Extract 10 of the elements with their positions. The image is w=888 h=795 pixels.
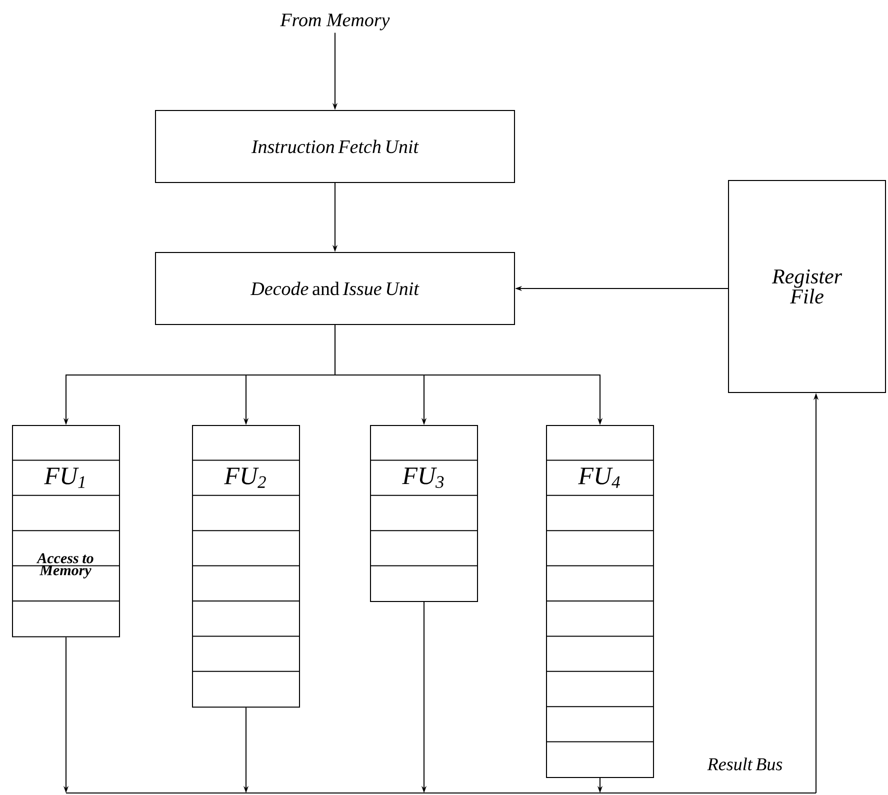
- input-label: From Memory: [280, 14, 390, 30]
- bus-line: [66, 792, 816, 794]
- pipeline-column: FU$_{1}$ Access to Memory: [12, 425, 120, 638]
- unit-box: Instruction Fetch Unit: [155, 110, 515, 183]
- pipeline-column: FU$_{3}$: [370, 425, 478, 602]
- unit-box: Register File: [728, 180, 886, 393]
- pipeline-column: FU$_{2}$: [192, 425, 300, 708]
- unit-box: Decode and Issue Unit: [155, 252, 515, 325]
- bus-label: Result Bus: [707, 758, 782, 770]
- pipeline-column: FU$_{4}$: [546, 425, 654, 778]
